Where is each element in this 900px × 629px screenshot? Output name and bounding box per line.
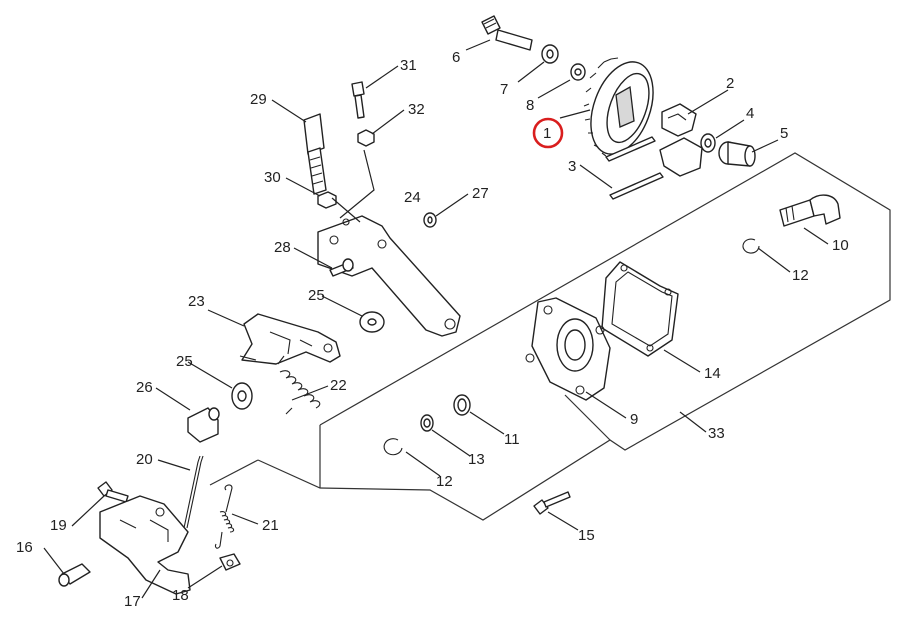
callout-13[interactable]: 13 <box>468 451 485 468</box>
callout-27[interactable]: 27 <box>472 185 489 202</box>
pin-part-3[interactable] <box>605 136 664 200</box>
callout-23[interactable]: 23 <box>188 293 205 310</box>
callout-12-lower[interactable]: 12 <box>436 473 453 490</box>
spring-part-22[interactable] <box>277 355 321 415</box>
callout-18[interactable]: 18 <box>172 587 189 604</box>
highlight-ring-part-1 <box>532 117 564 149</box>
screw-part-19[interactable] <box>97 481 129 503</box>
lever-part-17[interactable] <box>99 495 191 595</box>
callout-21[interactable]: 21 <box>262 517 279 534</box>
callout-3[interactable]: 3 <box>568 158 576 175</box>
screw-part-28[interactable] <box>329 258 354 277</box>
washer-part-25-upper[interactable] <box>359 311 385 333</box>
gear-part-1[interactable] <box>579 53 664 162</box>
bracket-part-3[interactable] <box>659 137 703 177</box>
callout-28[interactable]: 28 <box>274 239 291 256</box>
callout-12-upper[interactable]: 11 <box>504 431 520 448</box>
leader-lines <box>43 39 829 599</box>
lever-plate-part-24[interactable] <box>317 215 461 337</box>
callout-20[interactable]: 20 <box>136 451 153 468</box>
callout-25-upper[interactable]: 25 <box>308 287 325 304</box>
washer-part-25-lower[interactable] <box>231 382 253 410</box>
washer-part-7[interactable] <box>541 44 559 64</box>
callout-16[interactable]: 16 <box>16 539 33 556</box>
callout-5[interactable]: 5 <box>780 125 788 142</box>
callout-25-lower[interactable]: 25 <box>176 353 193 370</box>
oring-part-11[interactable] <box>453 394 471 416</box>
callout-24[interactable]: 24 <box>404 189 421 206</box>
bracket-part-23[interactable] <box>239 313 341 365</box>
washer-part-13[interactable] <box>420 414 434 432</box>
callout-12-upper-b[interactable]: 12 <box>792 267 809 284</box>
callout-32[interactable]: 32 <box>408 101 425 118</box>
bracket-part-2[interactable] <box>661 103 697 137</box>
elbow-fitting-part-10[interactable] <box>779 194 841 227</box>
rod-part-20[interactable] <box>183 455 204 529</box>
bushing-part-5[interactable] <box>718 141 756 167</box>
callout-30[interactable]: 30 <box>264 169 281 186</box>
spring-part-21[interactable] <box>214 484 235 549</box>
callout-31[interactable]: 31 <box>400 57 417 74</box>
washer-part-4[interactable] <box>700 133 716 153</box>
washer-part-8[interactable] <box>570 63 586 81</box>
callout-7[interactable]: 7 <box>500 81 508 98</box>
shaft-part-6[interactable] <box>481 15 533 51</box>
callout-22[interactable]: 22 <box>330 377 347 394</box>
housing-part-9[interactable] <box>525 297 611 401</box>
callout-29[interactable]: 29 <box>250 91 267 108</box>
assembly-line-31-24 <box>339 149 375 219</box>
callout-2[interactable]: 2 <box>726 75 734 92</box>
stud-part-29[interactable] <box>303 113 327 195</box>
nut-part-32[interactable] <box>357 129 375 147</box>
callout-14[interactable]: 14 <box>704 365 721 382</box>
callout-33[interactable]: 33 <box>708 425 725 442</box>
washer-part-27[interactable] <box>423 212 437 228</box>
grip-part-16[interactable] <box>58 563 91 587</box>
assembly-outline-33 <box>209 152 891 521</box>
callout-15[interactable]: 15 <box>578 527 595 544</box>
callout-8[interactable]: 8 <box>526 97 534 114</box>
callout-26[interactable]: 26 <box>136 379 153 396</box>
clip-part-12-upper[interactable] <box>742 238 760 254</box>
bolt-part-15[interactable] <box>533 491 571 515</box>
nut-part-18[interactable] <box>219 553 241 571</box>
callout-1[interactable]: 1 <box>543 125 551 142</box>
callout-17[interactable]: 17 <box>124 593 141 610</box>
clip-part-12-lower[interactable] <box>383 438 403 456</box>
callout-labels: 1 2 3 4 5 6 7 8 9 10 11 12 12 13 14 15 1… <box>16 49 849 610</box>
knob-part-26[interactable] <box>187 407 220 443</box>
callout-19[interactable]: 19 <box>50 517 67 534</box>
gasket-part-14[interactable] <box>601 261 679 357</box>
bolt-part-31[interactable] <box>351 81 365 119</box>
callout-10[interactable]: 10 <box>832 237 849 254</box>
callout-6[interactable]: 6 <box>452 49 460 66</box>
callout-9[interactable]: 9 <box>630 411 638 428</box>
callout-4[interactable]: 4 <box>746 105 754 122</box>
nut-part-30[interactable] <box>317 191 337 209</box>
